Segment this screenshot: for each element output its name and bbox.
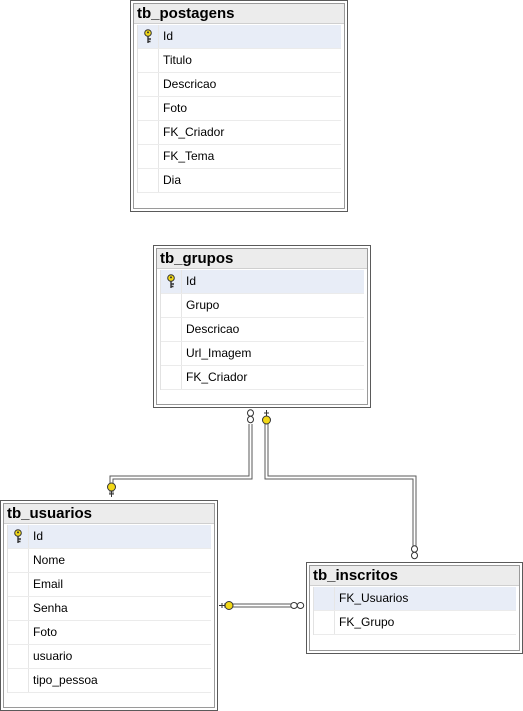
column-name: FK_Criador [163,125,225,139]
column-row[interactable]: Nome [8,549,211,573]
many-marker-grupos-inscritos [411,545,418,560]
row-gutter [8,549,29,572]
row-gutter [161,342,182,365]
column-row[interactable]: Url_Imagem [161,342,364,366]
table-title: tb_postagens [134,4,344,24]
rel-grupos-inscritos [264,424,417,546]
row-gutter [161,318,182,341]
column-name: FK_Usuarios [339,591,409,605]
table-title: tb_usuarios [4,504,214,524]
column-row[interactable]: Descricao [161,318,364,342]
column-name: Titulo [163,53,192,67]
primary-key-icon [144,29,152,43]
row-gutter [138,145,159,168]
rel-grupos-usuarios [109,424,253,494]
column-name: Foto [163,101,188,115]
row-gutter [8,645,29,668]
column-name: Id [186,274,197,288]
column-row[interactable]: tipo_pessoa [8,669,211,693]
column-name: Id [163,29,174,43]
row-gutter [138,25,159,48]
column-row[interactable]: Id [8,525,211,549]
column-name: Url_Imagem [186,346,252,360]
column-row[interactable]: Id [138,25,341,49]
column-name: FK_Criador [186,370,248,384]
column-name: tipo_pessoa [33,673,98,687]
column-row[interactable]: FK_Usuarios [314,587,516,611]
row-gutter [8,597,29,620]
column-row[interactable]: Titulo [138,49,341,73]
row-gutter [314,587,335,610]
column-row[interactable]: Email [8,573,211,597]
column-row[interactable]: Foto [138,97,341,121]
column-row[interactable]: Id [161,270,364,294]
column-row[interactable]: Grupo [161,294,364,318]
column-name: FK_Tema [163,149,215,163]
column-name: FK_Grupo [339,615,395,629]
column-row[interactable]: FK_Grupo [314,611,516,635]
key-marker-usuarios-top [107,482,116,497]
column-row[interactable]: FK_Criador [161,366,364,390]
rel-usuarios-inscritos [224,603,296,608]
row-gutter [138,49,159,72]
row-gutter [314,611,335,634]
row-gutter [8,669,29,692]
row-gutter [8,573,29,596]
row-gutter [138,121,159,144]
column-name: Descricao [186,322,240,336]
key-marker-grupos-bottom [262,410,271,425]
column-row[interactable]: Senha [8,597,211,621]
row-gutter [138,73,159,96]
column-name: Senha [33,601,68,615]
key-marker-usuarios-right [219,601,234,610]
row-gutter [161,366,182,389]
many-marker-grupos-usuarios [247,409,254,424]
column-row[interactable]: Foto [8,621,211,645]
row-gutter [161,294,182,317]
column-row[interactable]: usuario [8,645,211,669]
many-marker-usuarios-inscritos [290,602,305,609]
row-gutter [161,270,182,293]
primary-key-icon [167,274,175,288]
column-name: Descricao [163,77,217,91]
row-gutter [138,169,159,192]
column-row[interactable]: FK_Criador [138,121,341,145]
row-gutter [8,525,29,548]
column-name: usuario [33,649,73,663]
column-name: Foto [33,625,58,639]
column-name: Nome [33,553,66,567]
column-name: Id [33,529,44,543]
primary-key-icon [14,529,22,543]
column-name: Dia [163,173,182,187]
column-name: Grupo [186,298,220,312]
column-row[interactable]: Dia [138,169,341,193]
row-gutter [138,97,159,120]
column-name: Email [33,577,64,591]
table-title: tb_inscritos [310,566,519,586]
table-title: tb_grupos [157,249,367,269]
row-gutter [8,621,29,644]
column-row[interactable]: FK_Tema [138,145,341,169]
column-row[interactable]: Descricao [138,73,341,97]
